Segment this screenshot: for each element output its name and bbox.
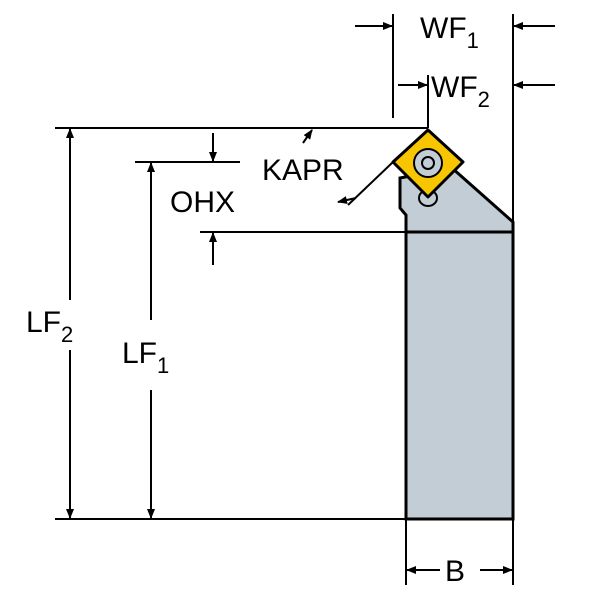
lf2-label: LF2 [26,306,73,347]
b-label: B [445,555,465,588]
kapr-label: KAPR [262,154,344,187]
tool-shank [404,230,515,521]
ohx-label: OHX [170,186,235,219]
lf1-label: LF1 [122,337,169,378]
wf1-label: WF1 [420,12,479,53]
dimension-lines [55,14,555,585]
torx-recess [421,156,435,170]
torx-screw-icon [413,148,443,178]
wf2-label: WF2 [431,71,490,112]
